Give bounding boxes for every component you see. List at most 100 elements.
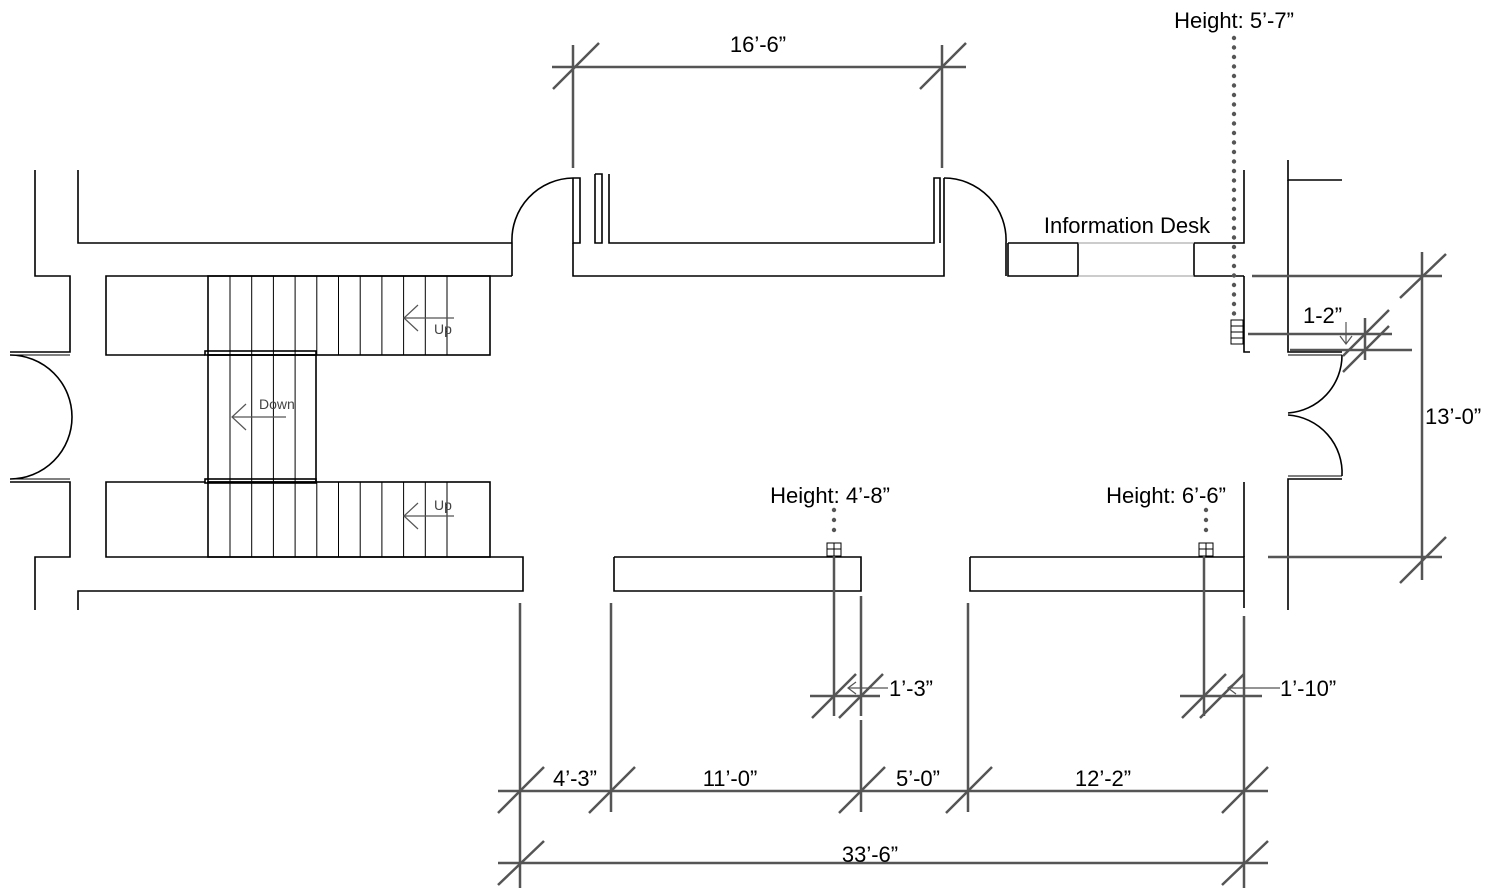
dim-switch-mid-arrowhead — [847, 681, 857, 695]
height-leader-dot — [1203, 527, 1209, 533]
stair-landing-rail-bottom — [204, 478, 317, 484]
switch-mid-icon — [826, 542, 842, 557]
height-leader-dot — [1231, 292, 1237, 297]
wall-right-outer-upper — [1287, 180, 1342, 353]
height-leader-dot — [1231, 64, 1237, 69]
dim-right-small-tick-2 — [1342, 325, 1390, 373]
height-leader-dot — [1231, 149, 1237, 155]
height-leader-dot — [831, 507, 837, 513]
height-leader-dot — [1231, 311, 1237, 316]
height-leader-dot — [1203, 507, 1209, 513]
info-desk-label: Information Desk — [1044, 213, 1211, 238]
dim-right-tick-top — [1399, 253, 1447, 299]
height-leader-dot — [1231, 282, 1237, 288]
stair-up-label-1: Up — [434, 321, 452, 337]
wall-info-desk-left — [1007, 242, 1079, 277]
height-leader-dot — [1231, 73, 1237, 79]
dim-bottom-tick-1 — [497, 766, 545, 814]
wall-right-outer — [1287, 160, 1342, 181]
dim-top-tick-left — [552, 42, 600, 90]
stair-landing — [207, 354, 317, 483]
height-leader-dot — [1231, 140, 1237, 145]
wall-corridor-top-left — [105, 275, 512, 356]
height-leader-dot — [1231, 206, 1237, 212]
dim-right-small-tick-1 — [1342, 309, 1390, 357]
height-leader-dot — [1231, 83, 1237, 88]
dim-switch-mid-tick-2 — [838, 673, 884, 719]
dim-switch-right-label: 1’-10” — [1280, 676, 1336, 701]
dimensions — [497, 42, 1447, 888]
height-leader-mid — [831, 507, 837, 533]
stairs: Up Down Up — [204, 275, 491, 558]
wall-bottom-right-lower — [969, 557, 1244, 592]
dim-switch-right-tick-1 — [1181, 673, 1227, 719]
wall-bottom-mid — [613, 556, 862, 592]
height-leader-dot — [1231, 111, 1237, 117]
doors — [9, 177, 1343, 480]
height-leader-dot — [1231, 301, 1237, 307]
height-leader-dot — [1231, 216, 1237, 221]
dim-bottom-tick-5 — [1221, 766, 1269, 814]
height-leader-dot — [1231, 197, 1237, 202]
dim-bottom-tick-3 — [838, 766, 886, 814]
height-leader-dot — [1231, 168, 1237, 174]
dim-bottom-total-tick-1 — [497, 840, 545, 886]
height-right-label: Height: 6’-6” — [1106, 483, 1226, 508]
stair-up-label-2: Up — [434, 497, 452, 513]
stair-down-arrow — [231, 403, 286, 431]
door-left-lower-swing — [9, 416, 73, 480]
height-leader-dot — [1203, 517, 1209, 523]
stair-treads-upper — [229, 276, 448, 355]
height-top-label: Height: 5’-7” — [1174, 8, 1294, 33]
height-leader-dot — [1231, 102, 1237, 107]
annotations: 16’-6” Height: 5’-7” Information Desk 1-… — [553, 8, 1481, 867]
door-top-right-swing — [943, 177, 1007, 276]
dim-bottom-label-1: 4’-3” — [553, 766, 597, 791]
stair-up-arrow-2 — [403, 502, 454, 530]
height-leader-dot — [1231, 273, 1237, 278]
door-right-upper-swing — [1287, 354, 1343, 414]
height-leader-dot — [1231, 54, 1237, 60]
wall-right-outer-lower — [1287, 478, 1342, 610]
dim-bottom-tick-2 — [588, 766, 636, 814]
height-leader-dot — [831, 527, 837, 533]
height-leader-dot — [1231, 45, 1237, 50]
height-leader-dot — [1231, 235, 1237, 240]
height-leader-dot — [1231, 254, 1237, 259]
height-leader-dot — [1231, 121, 1237, 126]
stair-treads-lower — [229, 482, 448, 557]
dim-top-tick-right — [919, 42, 967, 90]
dim-bottom-label-2: 11’-0” — [703, 766, 758, 791]
dim-bottom-total-tick-2 — [1221, 840, 1269, 886]
height-leader-top — [1231, 35, 1237, 316]
wall-right-upper — [1243, 276, 1250, 353]
wall-top-room-inner — [608, 174, 941, 244]
wall-top-room-bottom — [572, 178, 945, 277]
height-leader-right — [1203, 507, 1209, 533]
wall-info-desk-right-lower — [1193, 243, 1244, 277]
dim-right-label: 13’-0” — [1425, 404, 1481, 429]
switch-top-icon — [1230, 319, 1244, 345]
dim-switch-right-tick-2 — [1199, 673, 1245, 719]
wall-left-upper-inner — [77, 170, 512, 244]
height-leader-dot — [1231, 159, 1237, 164]
dim-bottom-label-3: 5’-0” — [896, 766, 940, 791]
wall-top-room-post — [594, 173, 603, 244]
wall-info-desk-right — [1194, 170, 1245, 244]
height-mid-label: Height: 4’-8” — [770, 483, 890, 508]
dim-switch-mid-label: 1’-3” — [889, 676, 933, 701]
height-leader-dot — [1231, 244, 1237, 250]
height-leader-dot — [831, 517, 837, 523]
height-leader-dot — [1231, 130, 1237, 136]
dim-bottom-tick-4 — [945, 766, 993, 814]
stair-down-label: Down — [259, 396, 295, 412]
height-leader-dot — [1231, 178, 1237, 183]
dim-switch-mid-tick-1 — [811, 673, 857, 719]
height-leader-dot — [1231, 187, 1237, 193]
stair-treads-landing — [229, 355, 296, 482]
wall-top-room-left-jamb — [572, 177, 581, 244]
fixtures — [826, 35, 1244, 557]
stair-up-arrow-1 — [403, 304, 454, 332]
height-leader-dot — [1231, 35, 1237, 41]
